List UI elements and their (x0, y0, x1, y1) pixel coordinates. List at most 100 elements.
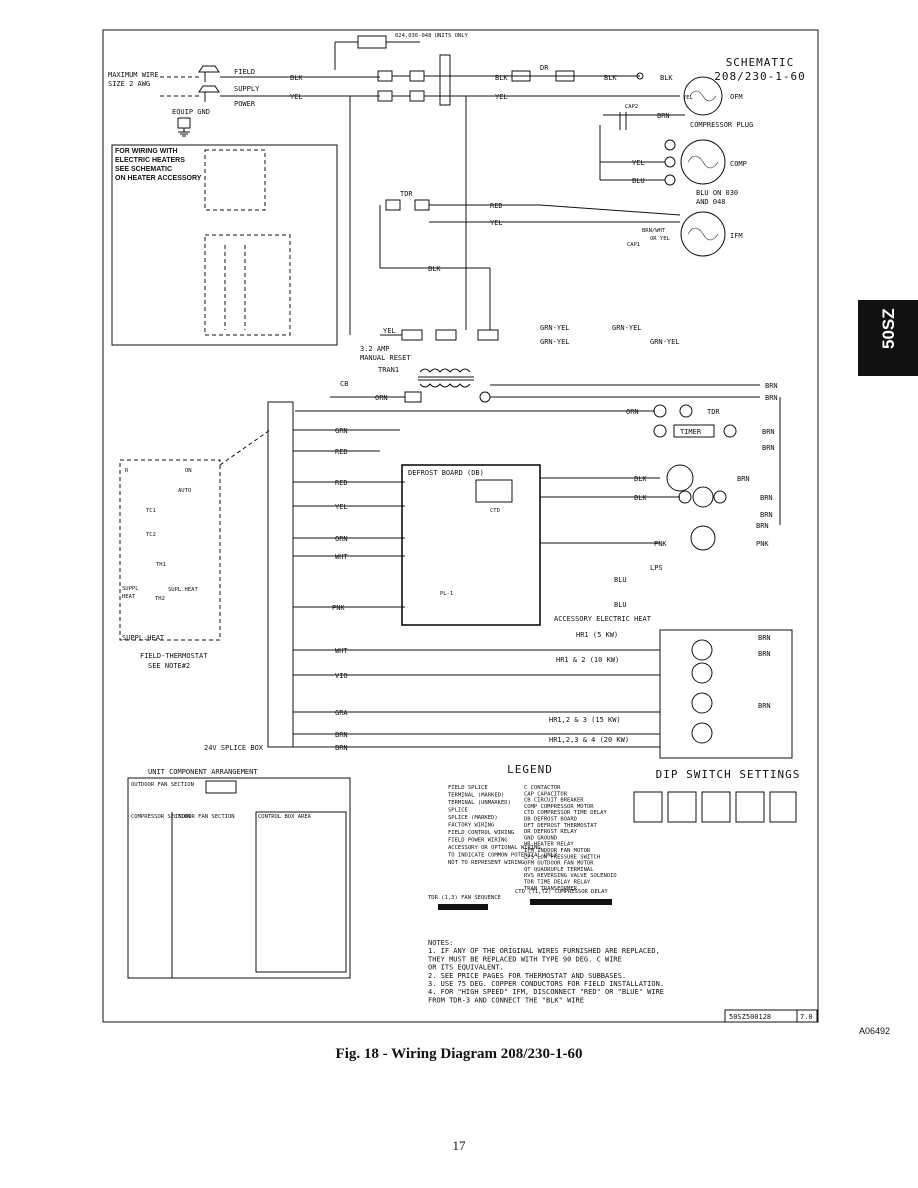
heater-note-box (111, 144, 338, 346)
abbreviation-8: GND GROUND (524, 835, 557, 841)
field-splice-icon-2 (198, 85, 220, 102)
wire-brn-r2: BRN (765, 394, 778, 402)
wire-pnk-sb: PNK (332, 604, 345, 612)
terminal-l2 (377, 90, 393, 102)
svg-text:TH1: TH1 (156, 562, 166, 568)
page-number: 17 (452, 1138, 466, 1153)
legend-item-3: SPLICE (448, 808, 468, 814)
dft-icon (690, 525, 716, 551)
wire-brn-hr1: BRN (758, 634, 771, 642)
wire-blk-rvs: BLK (634, 475, 647, 483)
legend-item-5: FACTORY WIRING (448, 823, 494, 829)
terminal-t1 (409, 70, 425, 82)
fan-sequence-label: TDR (1,3) FAN SEQUENCE (428, 895, 501, 901)
comp-label: COMP (730, 160, 747, 168)
svg-text:PL-1: PL-1 (440, 591, 453, 597)
abbreviation-1: CAP CAPACITOR (524, 791, 568, 797)
abbreviation-9: HR HEATER RELAY (524, 842, 574, 848)
suppl-heat-label: SUPPL.HEAT (122, 634, 165, 642)
cb-label: CB (340, 380, 348, 388)
power-label: POWER (234, 100, 256, 108)
unit-component-box (127, 777, 351, 979)
ground-icon (177, 117, 191, 129)
ofm-label: OFM (730, 93, 743, 101)
wire-blk-c: BLK (634, 494, 647, 502)
cap1-label: CAP1 (627, 242, 640, 248)
manual-reset-2: MANUAL RESET (360, 354, 411, 362)
terminal-t2 (409, 90, 425, 102)
svg-text:SUPPL: SUPPL (122, 586, 139, 592)
wire-blk-ofm: BLK (604, 74, 617, 82)
supply-label: SUPPLY (234, 85, 260, 93)
grn-yel-4: GRN-YEL (650, 338, 680, 346)
wire-orn-sb: ORN (335, 535, 348, 543)
svg-text:TC2: TC2 (146, 532, 156, 538)
abbreviation-3: COMP COMPRESSOR MOTOR (524, 804, 594, 810)
wire-brn-hr2: BRN (758, 650, 771, 658)
rvs-icon (666, 464, 694, 492)
max-wire-label-2: SIZE 2 AWG (108, 80, 150, 88)
abbreviation-10: IFM INDOOR FAN MOTOR (524, 848, 591, 854)
wire-brn-sb2: BRN (335, 744, 348, 752)
wire-brn-rvs: BRN (737, 475, 750, 483)
dr-label: DR (540, 64, 549, 72)
wire-yel-tran: YEL (383, 327, 396, 335)
figure-id: A06492 (858, 1026, 890, 1036)
abbreviation-6: DFT DEFROST THERMOSTAT (524, 823, 598, 829)
svg-text:ON: ON (185, 468, 192, 474)
grn-yel-1: GRN-YEL (540, 324, 570, 332)
note-line-5: 3. USE 75 DEG. COPPER CONDUCTORS FOR FIE… (428, 980, 664, 988)
note-line-6: 4. FOR "HIGH SPEED" IFM, DISCONNECT "RED… (428, 988, 664, 996)
wire-yel-comp: YEL (632, 159, 645, 167)
wire-red-sb2: RED (335, 479, 348, 487)
field-thermostat-box (119, 459, 221, 641)
hr1-label: HR1 (5 KW) (576, 631, 618, 639)
legend-item-0: FIELD SPLICE (448, 785, 488, 791)
legend-item-7: FIELD POWER WIRING (448, 838, 508, 844)
diagram-frame (102, 29, 819, 1023)
wire-pnk-dft: PNK (654, 540, 667, 548)
wire-yel-tdr: YEL (490, 219, 503, 227)
equip-gnd-label: EQUIP GND (172, 108, 210, 116)
wire-brn-r1: BRN (765, 382, 778, 390)
terminal-l1 (377, 70, 393, 82)
accessory-heat-box (659, 629, 793, 759)
hr1-icon (691, 639, 713, 661)
wire-wht-sb: WHT (335, 553, 348, 561)
note-line-4: 2. SEE PRICE PAGES FOR THERMOSTAT AND SU… (428, 972, 626, 980)
tran1-label: TRAN1 (378, 366, 399, 374)
note-line-0: NOTES: (428, 939, 453, 947)
legend-item-10: NOT TO REPRESENT WIRING (448, 860, 524, 866)
wire-yel-sb: YEL (335, 503, 348, 511)
wire-red-tdr: RED (490, 202, 503, 210)
wire-brn-timer2: BRN (762, 444, 775, 452)
hr12-label: HR1 & 2 (10 KW) (556, 656, 619, 664)
abbreviation-4: CTD COMPRESSOR TIME DELAY (524, 810, 607, 816)
wire-pnk-dft2: PNK (756, 540, 769, 548)
abbreviation-15: TDR TIME DELAY RELAY (524, 880, 591, 886)
heater-note-1: FOR WIRING WITH (115, 148, 178, 155)
compressor-icon (680, 139, 726, 185)
heater-note-4: ON HEATER ACCESSORY (115, 175, 202, 182)
svg-text:R: R (125, 468, 129, 474)
part-number: 50SZ500128 (729, 1013, 771, 1021)
comp-plug-label: COMPRESSOR PLUG (690, 121, 753, 129)
note-line-1: 1. IF ANY OF THE ORIGINAL WIRES FURNISHE… (428, 947, 660, 955)
outdoor-fan-label: OUTDOOR FAN SECTION (131, 782, 194, 788)
abbreviation-5: DB DEFROST BOARD (524, 817, 577, 823)
wire-brn-c2: BRN (760, 511, 773, 519)
tdr-label: TDR (707, 408, 720, 416)
abbreviation-12: OFM OUTDOOR FAN MOTOR (524, 861, 594, 867)
manual-reset-1: 3.2 AMP (360, 345, 390, 353)
splice-box (267, 401, 294, 748)
abbreviation-0: C CONTACTOR (524, 785, 561, 791)
note-line-7: FROM TDR-3 AND CONNECT THE "BLK" WIRE (428, 996, 584, 1004)
blu-note-2: AND 048 (696, 198, 726, 206)
see-note-label: SEE NOTE#2 (148, 662, 190, 670)
wire-blu-lps2: BLU (614, 601, 627, 609)
figure-caption: Fig. 18 - Wiring Diagram 208/230-1-60 (335, 1046, 583, 1062)
wire-yel-ofm: YEL (683, 95, 694, 101)
compressor-section-label: COMPRESSOR SECTION (131, 814, 191, 820)
